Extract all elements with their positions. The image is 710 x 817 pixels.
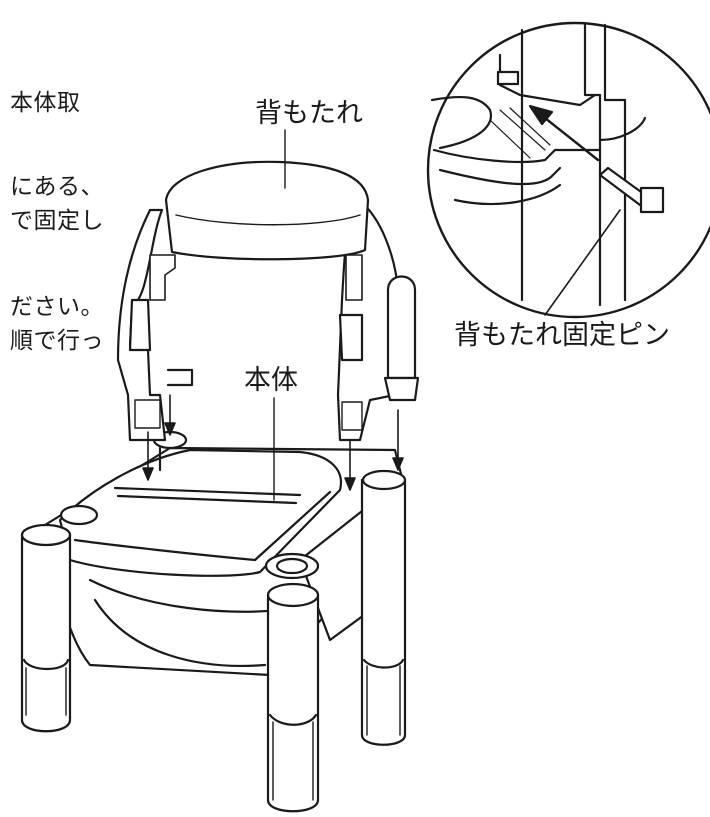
cropped-text-line: で固定し — [10, 208, 104, 234]
cropped-text-line: 順で行っ — [10, 328, 104, 354]
cropped-text-line: ださい。 — [10, 294, 104, 320]
backrest-pin-label: 背もたれ固定ピン — [454, 320, 670, 351]
cropped-text-line: 本体取 — [10, 90, 81, 116]
seat-body — [43, 430, 407, 677]
cropped-text-line: にある、 — [10, 174, 104, 200]
detail-inset — [426, 21, 710, 319]
body-label: 本体 — [244, 365, 298, 396]
backrest-frame — [116, 160, 420, 442]
legs — [20, 446, 407, 813]
backrest-label: 背もたれ — [255, 98, 363, 129]
insertion-arrows — [142, 394, 404, 491]
